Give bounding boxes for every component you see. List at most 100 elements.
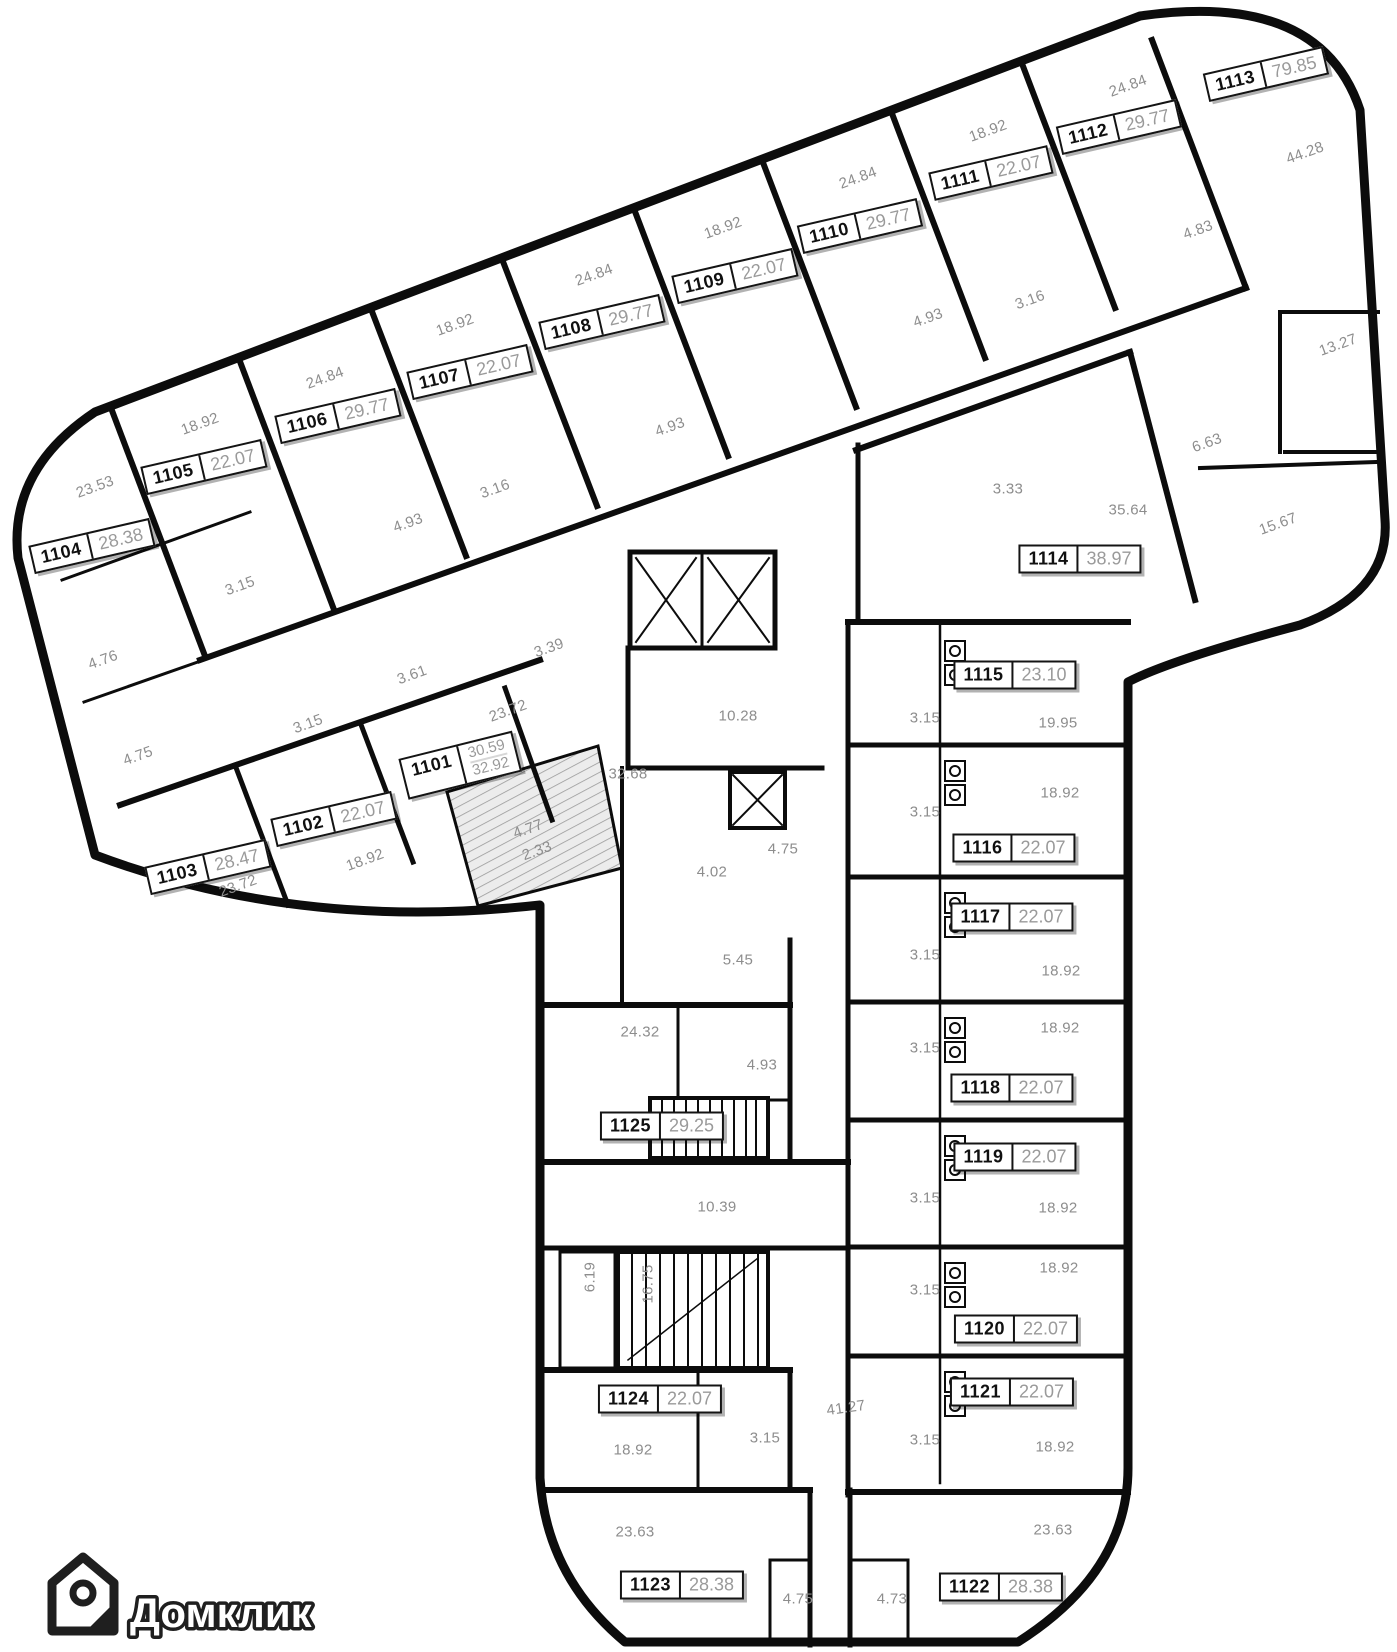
room-area-text: 24.32 <box>620 1023 660 1041</box>
unit-label-1120[interactable]: 1120 22.07 <box>953 1314 1079 1344</box>
unit-area: 22.07 <box>1011 1144 1075 1170</box>
room-area-text: 44.28 <box>1283 138 1327 168</box>
room-area-text: 4.83 <box>1180 216 1216 244</box>
unit-label-1115[interactable]: 1115 23.10 <box>953 660 1077 690</box>
unit-number: 1113 <box>1213 66 1257 95</box>
room-area-text: 35.64 <box>1108 501 1148 519</box>
room-area-text: 24.84 <box>1106 71 1150 101</box>
room-area-text: 3.61 <box>394 661 430 689</box>
room-area-text: 10.39 <box>697 1198 737 1216</box>
room-area-text: 18.92 <box>343 845 387 875</box>
room-area-text: 4.77 <box>510 815 546 843</box>
unit-number: 1105 <box>150 459 196 488</box>
unit-number: 1118 <box>960 1077 1001 1098</box>
room-area-text: 23.63 <box>615 1523 655 1541</box>
room-area-text: 4.75 <box>767 840 799 858</box>
unit-area: 28.38 <box>998 1574 1061 1600</box>
unit-area: 29.77 <box>853 200 921 239</box>
room-area-text: 3.16 <box>477 475 513 503</box>
unit-number: 1115 <box>963 664 1004 685</box>
unit-number: 1109 <box>681 268 727 297</box>
unit-number: 1120 <box>963 1318 1006 1339</box>
unit-number: 1122 <box>948 1576 991 1597</box>
room-area-text: 4.93 <box>910 304 946 332</box>
unit-number: 1108 <box>548 314 594 343</box>
unit-area: 29.77 <box>332 390 400 429</box>
domclick-house-fold <box>86 1603 114 1631</box>
unit-area: 22.07 <box>1010 835 1074 861</box>
unit-number: 1110 <box>807 218 851 247</box>
unit-area: 22.07 <box>464 346 532 385</box>
room-area-text: 32.68 <box>608 765 648 783</box>
unit-area: 22.07 <box>1008 904 1072 930</box>
room-area-text: 3.15 <box>909 1431 941 1449</box>
room-area-text: 3.15 <box>909 1281 941 1299</box>
room-area-text: 4.76 <box>85 646 121 674</box>
unit-number: 1101 <box>409 750 454 780</box>
unit-number: 1117 <box>960 906 1001 927</box>
room-area-text: 4.75 <box>782 1590 814 1608</box>
room-area-text: 18.92 <box>966 116 1010 146</box>
room-area-text: 18.92 <box>1038 1199 1078 1217</box>
room-area-text: 3.15 <box>290 710 326 738</box>
unit-number: 1107 <box>416 364 462 393</box>
room-area-text: 3.15 <box>909 709 941 727</box>
unit-number: 1103 <box>154 859 200 888</box>
unit-label-1114[interactable]: 1114 38.97 <box>1018 544 1142 574</box>
unit-label-1117[interactable]: 1117 22.07 <box>950 902 1074 932</box>
room-area-text: 3.15 <box>909 803 941 821</box>
unit-area: 23.10 <box>1011 662 1075 688</box>
room-area-text: 24.84 <box>303 363 347 393</box>
unit-area: 38.97 <box>1076 546 1140 572</box>
unit-area: 29.77 <box>1112 101 1180 140</box>
unit-area: 22.07 <box>1013 1316 1076 1342</box>
unit-area: 29.25 <box>659 1113 722 1139</box>
room-area-text: 18.92 <box>1041 962 1081 980</box>
unit-number: 1114 <box>1028 548 1069 569</box>
room-area-text: 3.15 <box>909 1189 941 1207</box>
room-area-text: 18.92 <box>433 310 477 340</box>
unit-label-1116[interactable]: 1116 22.07 <box>952 833 1076 863</box>
room-area-text: 13.27 <box>1316 330 1360 360</box>
room-area-text: 23.53 <box>73 472 117 502</box>
unit-area: 28.47 <box>202 841 270 880</box>
room-area-text: 3.15 <box>749 1429 781 1447</box>
unit-label-1122[interactable]: 1122 28.38 <box>938 1572 1064 1602</box>
room-area-text: 3.15 <box>222 572 258 600</box>
unit-area: 28.38 <box>86 520 154 559</box>
room-area-text: 4.73 <box>876 1590 908 1608</box>
room-area-text: 3.16 <box>1012 286 1048 314</box>
unit-number: 1116 <box>962 837 1003 858</box>
room-area-text: 3.39 <box>531 634 567 662</box>
room-area-text: 5.45 <box>722 951 754 969</box>
room-area-text: 41.27 <box>825 1396 867 1420</box>
unit-number: 1124 <box>607 1388 650 1409</box>
domclick-logo-text: Домклик <box>130 1589 313 1636</box>
room-area-text: 6.63 <box>1189 429 1225 457</box>
unit-area: 22.07 <box>328 793 396 832</box>
room-area-text: 18.92 <box>178 409 222 439</box>
room-area-text: 19.95 <box>1038 714 1078 732</box>
unit-area: 79.85 <box>1259 48 1327 87</box>
unit-area: 22.07 <box>729 250 797 289</box>
room-area-text: 6.19 <box>581 1261 599 1293</box>
